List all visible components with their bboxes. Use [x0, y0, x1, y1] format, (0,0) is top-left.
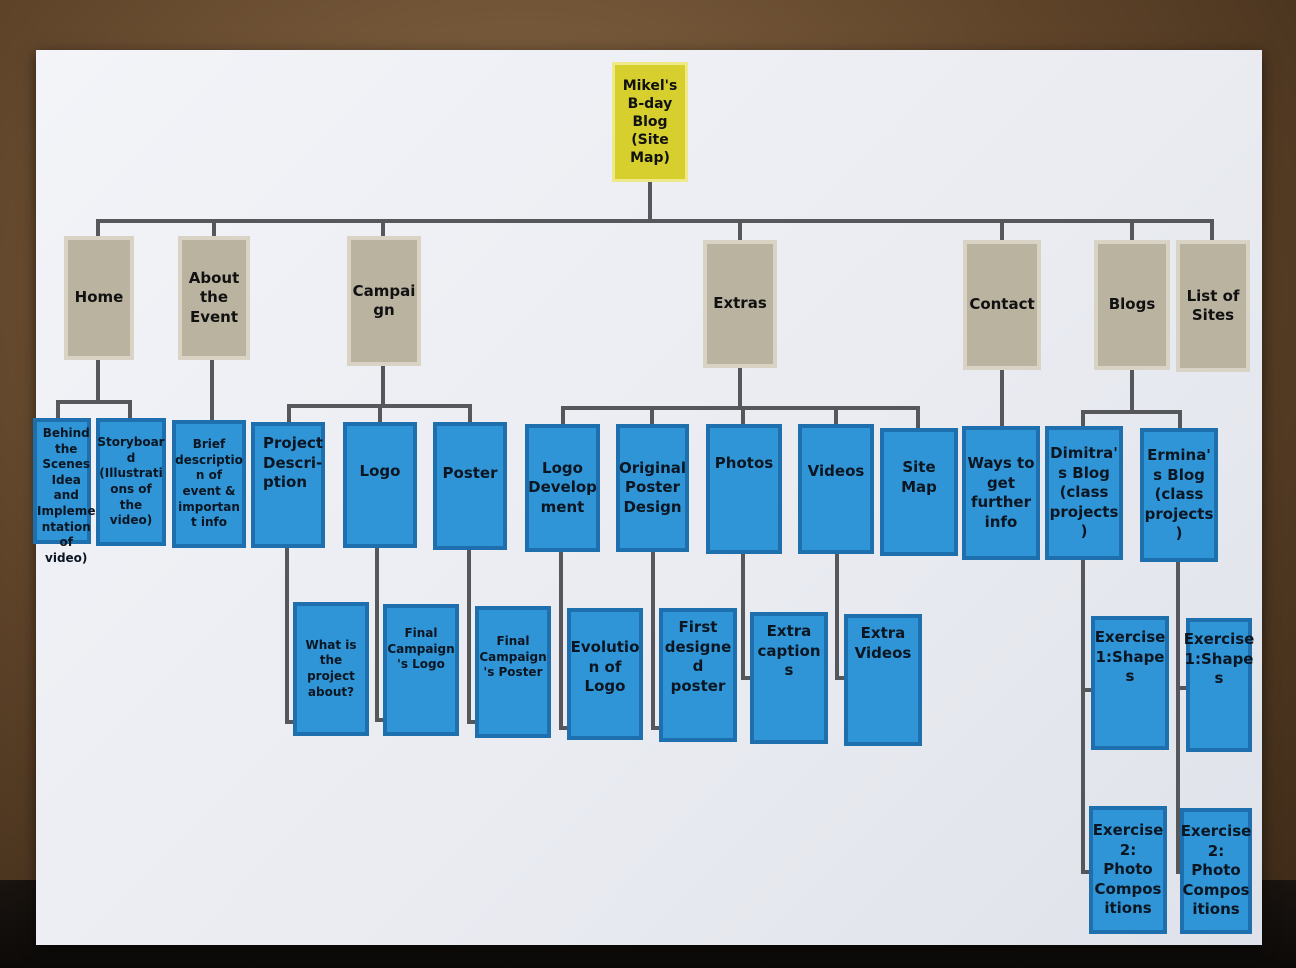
node-extras: Extras: [703, 240, 777, 368]
node-final-campaign-logo: Final Campaign 's Logo: [383, 604, 459, 736]
node-videos: Videos: [798, 424, 874, 554]
node-site-map: Site Map: [880, 428, 958, 556]
node-dimitra-exercise-1: Exercise 1:Shape s: [1091, 616, 1169, 750]
node-extra-videos: Extra Videos: [844, 614, 922, 746]
node-dimitra-exercise-2: Exercise 2: Photo Compos itions: [1089, 806, 1167, 934]
node-behind-the-scenes: Behind the Scenes Idea and Impleme ntati…: [33, 418, 95, 565]
node-storyboard: Storyboar d (Illustrati ons of the video…: [96, 418, 166, 546]
node-logo-development: Logo Develop ment: [525, 424, 600, 552]
node-final-campaign-poster: Final Campaign 's Poster: [475, 606, 551, 738]
node-project-description: Project Descri- ption: [251, 422, 325, 548]
node-brief-description: Brief descriptio n of event & importan t…: [172, 420, 246, 548]
node-about-the-event: About the Event: [178, 236, 250, 360]
node-blogs: Blogs: [1094, 240, 1170, 370]
node-first-designed-poster: First designe d poster: [659, 608, 737, 742]
node-extra-captions: Extra caption s: [750, 612, 828, 744]
node-what-is-the-project-about: What is the project about?: [293, 602, 369, 736]
node-logo: Logo: [343, 422, 417, 548]
node-original-poster-design: Original Poster Design: [616, 424, 689, 552]
node-photos: Photos: [706, 424, 782, 554]
node-campaign: Campai gn: [347, 236, 421, 366]
root-node: Mikel's B-day Blog (Site Map): [612, 62, 688, 182]
node-contact: Contact: [963, 240, 1041, 370]
node-home: Home: [64, 236, 134, 360]
node-list-of-sites: List of Sites: [1176, 240, 1250, 372]
node-ermina-exercise-2: Exercise 2: Photo Compos itions: [1180, 808, 1252, 934]
node-erminas-blog: Ermina' s Blog (class projects ): [1140, 428, 1218, 562]
node-ways-to-get-info: Ways to get further info: [962, 426, 1040, 560]
node-dimitras-blog: Dimitra' s Blog (class projects ): [1045, 426, 1123, 560]
node-evolution-of-logo: Evolutio n of Logo: [567, 608, 643, 740]
node-poster: Poster: [433, 422, 507, 550]
node-ermina-exercise-1: Exercise 1:Shape s: [1184, 618, 1254, 752]
